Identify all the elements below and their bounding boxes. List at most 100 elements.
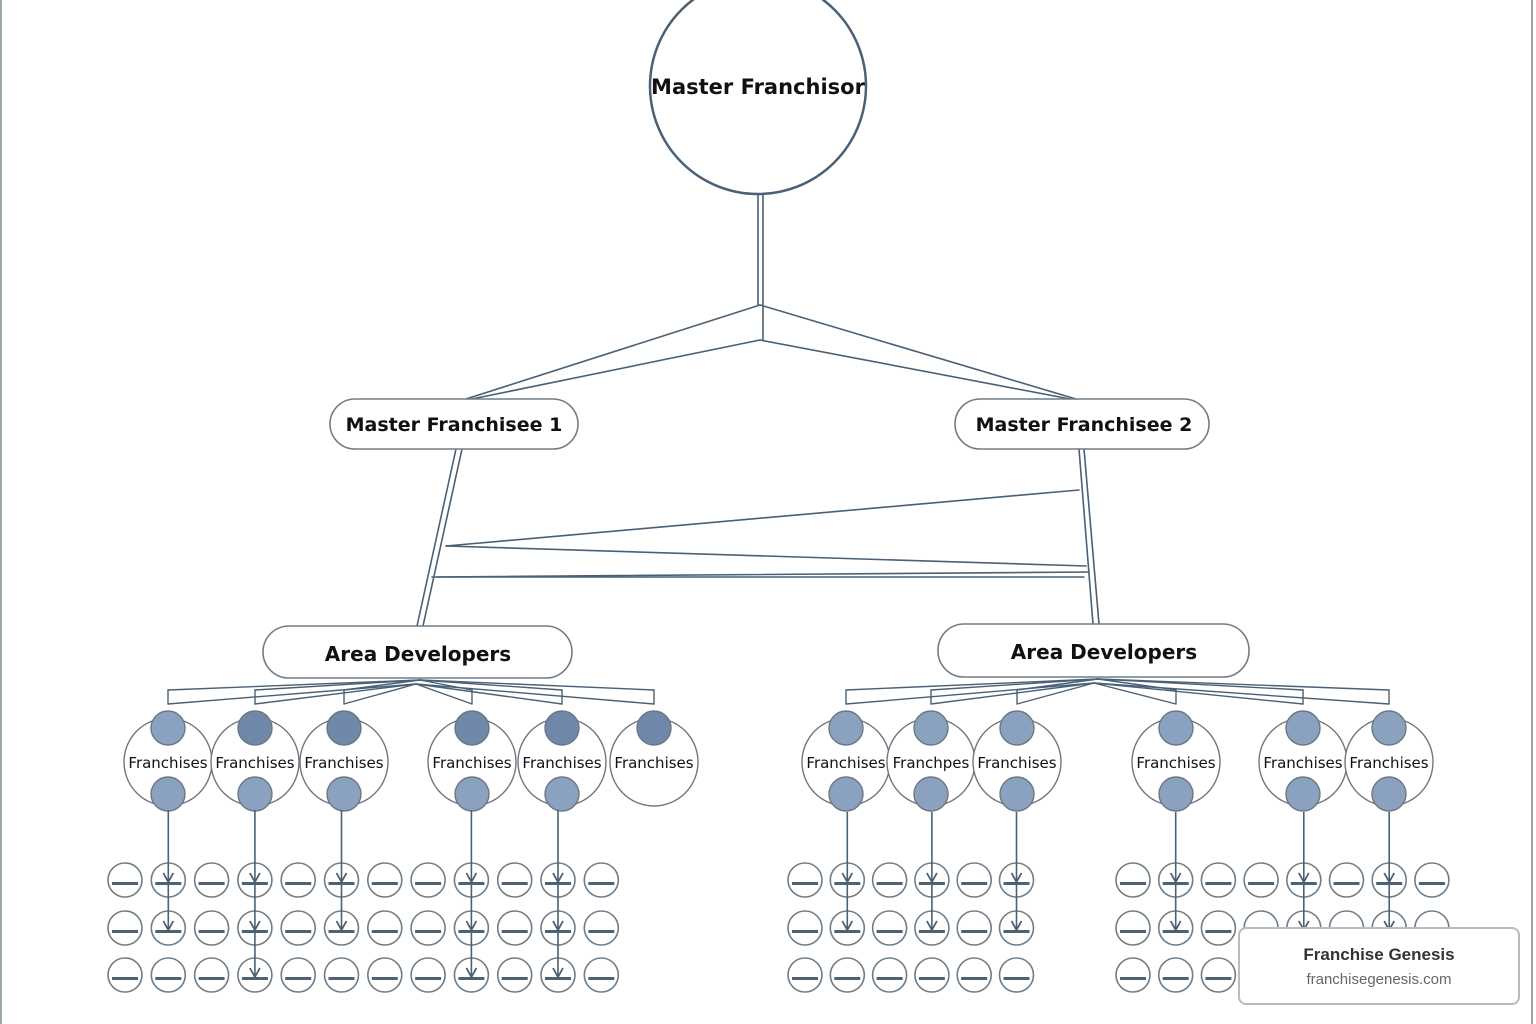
franchise-top-dot-icon: [150, 710, 186, 746]
unit-bar-icon: [1120, 882, 1146, 885]
unit-circle: [323, 957, 360, 993]
unit-circle: [496, 910, 533, 946]
unit-circle: [1200, 862, 1237, 898]
franchise-label: Franchises: [977, 754, 1056, 772]
unit-cell: [583, 910, 620, 946]
ad1-to-franchise-line: [167, 679, 421, 691]
unit-cell: [998, 957, 1035, 993]
master-franchisor-node: [648, 0, 868, 196]
unit-circle: [998, 957, 1035, 993]
unit-circle: [1200, 910, 1237, 946]
unit-circle: [787, 910, 823, 946]
unit-bar-icon: [415, 930, 442, 933]
unit-circle: [583, 957, 620, 993]
ad1-to-franchise-line: [415, 683, 655, 705]
watermark-url: franchisegenesis.com: [1306, 971, 1452, 988]
ad1-to-franchise-line: [254, 683, 417, 705]
franchise-top-dot-icon: [636, 710, 672, 746]
franchise-top-dot-icon: [544, 710, 580, 746]
unit-link-arrow-head: [465, 872, 478, 884]
unit-circle: [366, 862, 403, 898]
area-developers-1-label: Area Developers: [325, 642, 511, 666]
unit-bar-icon: [501, 930, 528, 933]
unit-link-arrow-head: [249, 920, 261, 932]
unit-cell: [956, 957, 993, 993]
franchise-label: Franchises: [215, 754, 294, 772]
ad1-to-franchise-line: [415, 683, 473, 705]
unit-bar-icon: [285, 930, 312, 933]
unit-bar-icon: [415, 882, 442, 885]
franchise-label: Franchises: [614, 754, 693, 772]
unit-cell: [410, 910, 446, 946]
franchise-top-dot-icon: [913, 710, 949, 746]
unit-circle: [496, 957, 533, 993]
connector-lines: [167, 193, 1390, 705]
unit-bar-icon: [961, 882, 988, 885]
unit-cell: [1200, 862, 1237, 898]
unit-link-arrow-head: [1383, 872, 1395, 884]
unit-circle: [1157, 957, 1194, 993]
unit-cell: [1200, 957, 1237, 993]
franchise-bottom-dot-icon: [828, 776, 864, 812]
mf2-to-ad2-line: [1078, 448, 1094, 625]
ad1-to-franchise-line: [343, 683, 417, 705]
unit-link-arrow-head: [162, 920, 175, 932]
ad2-to-franchise-line: [1093, 682, 1304, 705]
unit-bar-icon: [1205, 882, 1232, 885]
ad2-to-franchise-line: [1093, 682, 1390, 705]
unit-bar-icon: [328, 977, 355, 980]
franchise-node: Franchises: [972, 710, 1062, 812]
unit-circle: [787, 957, 823, 993]
unit-bar-icon: [1003, 977, 1030, 980]
franchise-label: Franchises: [1349, 754, 1428, 772]
unit-cell: [1243, 862, 1279, 898]
franchise-node: Franchises: [1258, 710, 1348, 812]
unit-link-arrow-head: [335, 872, 348, 884]
unit-cell: [914, 957, 950, 993]
unit-bar-icon: [1205, 977, 1232, 980]
unit-link-arrow-head: [162, 872, 175, 884]
unit-bar-icon: [371, 882, 398, 885]
master-franchisee-2-node: [954, 398, 1210, 450]
unit-cell: [1115, 957, 1151, 993]
unit-bar-icon: [588, 930, 615, 933]
unit-cell: [150, 957, 187, 993]
left-border: [0, 0, 2, 1024]
unit-bar-icon: [1162, 977, 1189, 980]
ad2-to-franchise-line: [1097, 678, 1390, 691]
unit-cell: [107, 862, 143, 898]
franchise-label: Franchises: [522, 754, 601, 772]
unit-bar-icon: [501, 882, 528, 885]
franchise-node: Franchpes: [886, 710, 976, 812]
franchise-top-dot-icon: [828, 710, 864, 746]
unit-link-arrow-head: [552, 967, 564, 979]
unit-cell: [787, 957, 823, 993]
unit-link-arrow-head: [1169, 872, 1182, 884]
franchise-bottom-dot-icon: [237, 776, 273, 812]
ad1-to-franchise-line: [167, 683, 417, 705]
franchise-nodes: Franchises Franchises Franchises Franchises…: [123, 710, 1434, 812]
diagram-nodes: Master Franchisor Master Franchisee 1 Ma…: [262, 0, 1250, 679]
unit-bar-icon: [588, 882, 615, 885]
unit-cell: [787, 910, 823, 946]
master-franchisee-2-label: Master Franchisee 2: [976, 414, 1193, 436]
ad2-to-franchise-line: [930, 678, 1099, 691]
unit-bar-icon: [501, 977, 528, 980]
franchise-node: Franchises: [427, 710, 517, 812]
unit-circle: [956, 957, 993, 993]
franchise-node: Franchises: [609, 710, 699, 807]
franchise-label: Franchises: [128, 754, 207, 772]
unit-bar-icon: [1248, 882, 1275, 885]
unit-circle: [366, 957, 403, 993]
franchise-top-dot-icon: [237, 710, 273, 746]
unit-cell: [871, 910, 908, 946]
unit-cell: [193, 862, 230, 898]
franchise-label: Franchpes: [893, 754, 970, 772]
unit-circle: [280, 862, 317, 898]
franchise-label: Franchises: [1263, 754, 1342, 772]
unit-circle: [1200, 957, 1237, 993]
unit-link-arrow-head: [249, 967, 261, 979]
franchise-node: Franchises: [210, 710, 300, 812]
unit-circle: [1115, 910, 1151, 946]
unit-circle: [1115, 862, 1151, 898]
